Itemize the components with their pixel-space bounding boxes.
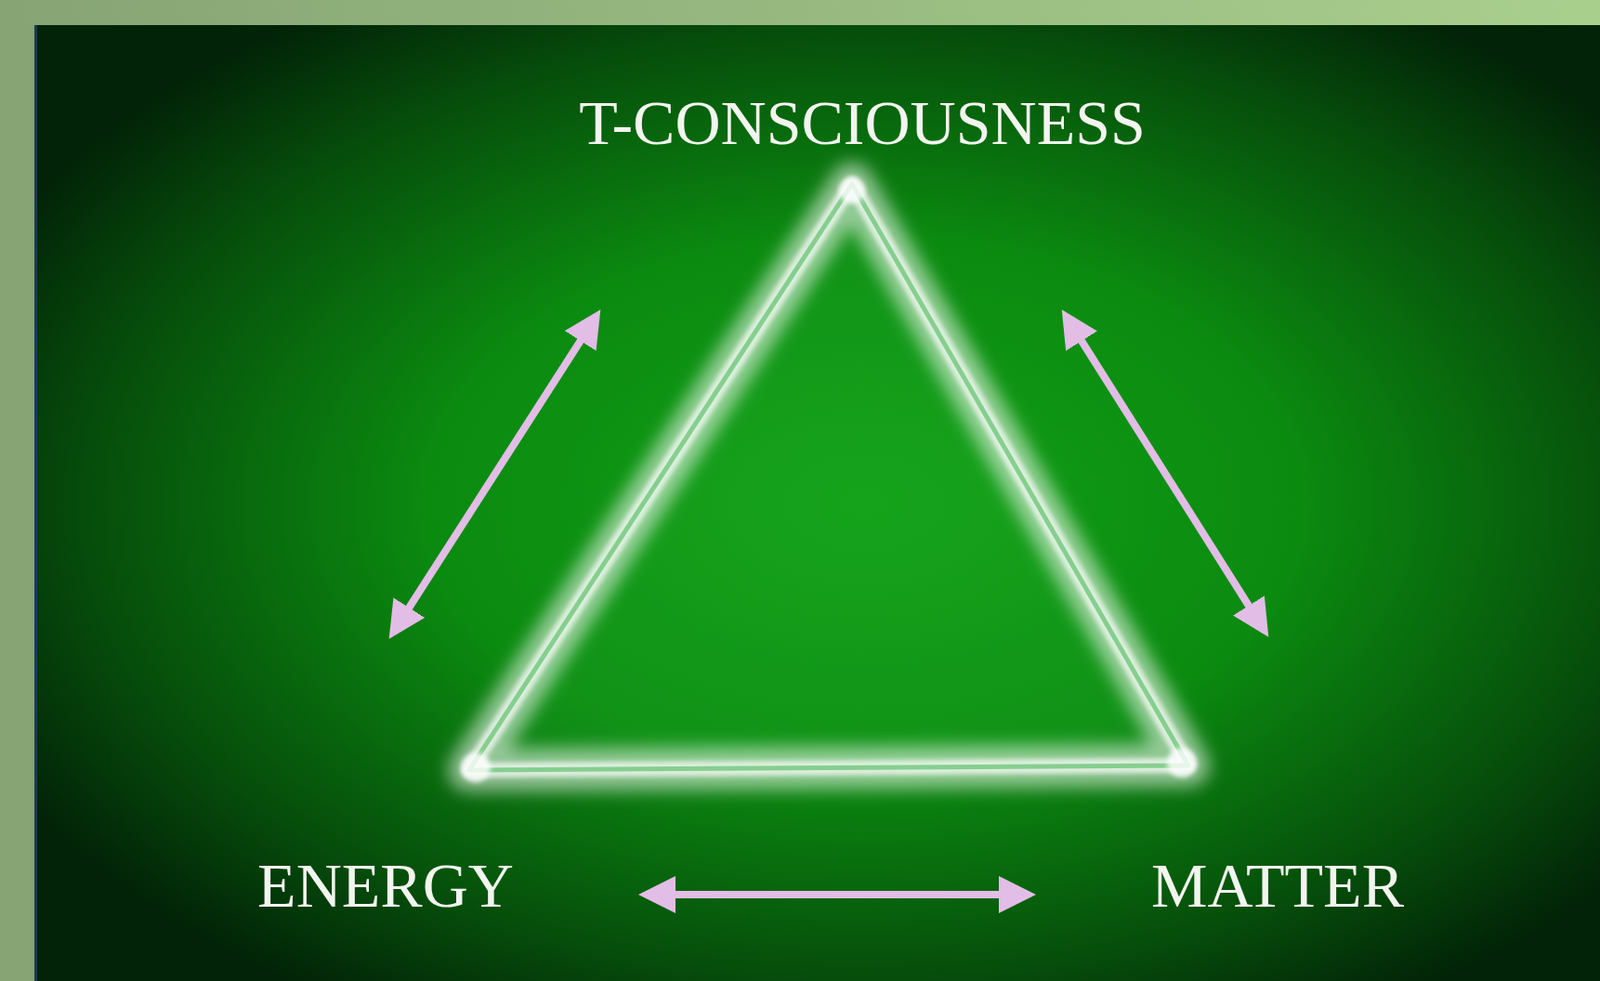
concept-label: MATTER	[1151, 853, 1404, 918]
powder-triangle	[460, 177, 1197, 783]
double-arrow	[1065, 315, 1265, 631]
top-band	[0, 0, 1600, 26]
double-arrows	[393, 315, 1265, 895]
panel-edge	[34, 25, 38, 981]
green-ground	[34, 25, 1600, 981]
concept-label: ENERGY	[257, 853, 514, 918]
double-arrow	[393, 315, 597, 633]
concept-label: T-CONSCIOUSNESS	[578, 91, 1146, 155]
double-arrow	[645, 891, 1029, 899]
